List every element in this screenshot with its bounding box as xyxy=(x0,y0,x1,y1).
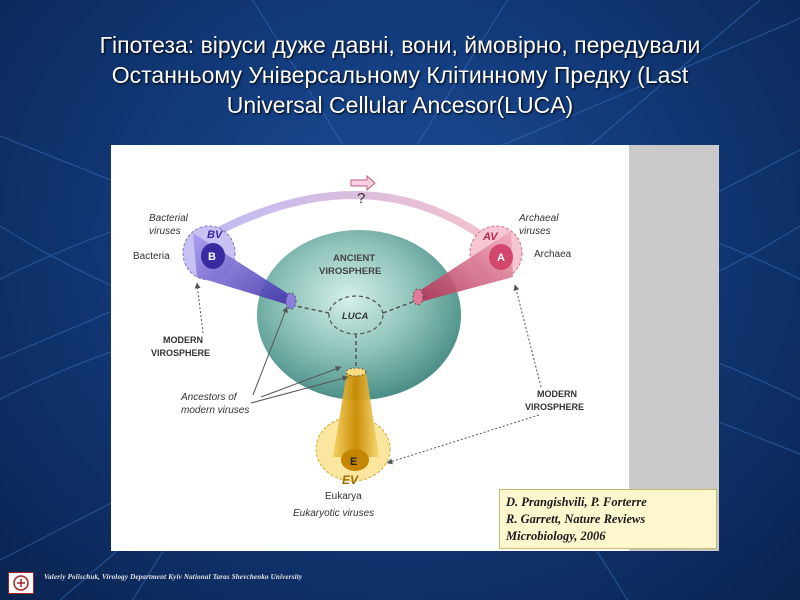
bv-label: BV xyxy=(207,229,224,241)
bacteria-label: Bacteria xyxy=(133,251,170,262)
modern-virosphere-right-1: MODERN xyxy=(537,389,577,399)
modern-virosphere-right-2: VIROSPHERE xyxy=(525,402,584,412)
av-label: AV xyxy=(482,231,499,243)
ancient-virosphere-sphere xyxy=(257,230,461,400)
archaeal-viruses-label-2: viruses xyxy=(519,226,551,237)
virosphere-diagram: ? ANCIENT VIROSPHERE LUCA BV B Bacterial… xyxy=(133,174,584,519)
archaea-cone xyxy=(412,225,523,306)
b-label: B xyxy=(208,251,216,263)
citation-line-3: Microbiology, 2006 xyxy=(506,529,606,543)
eukaryotic-viruses-label: Eukaryotic viruses xyxy=(293,508,374,519)
ancient-virosphere-label-1: ANCIENT xyxy=(333,253,375,264)
ancestors-label-1: Ancestors of xyxy=(180,392,238,403)
ancestors-label-2: modern viruses xyxy=(181,405,249,416)
eukarya-label: Eukarya xyxy=(325,491,362,502)
e-label: E xyxy=(350,456,357,468)
title-line-1: Гіпотеза: віруси дуже давні, вони, ймові… xyxy=(99,32,701,58)
university-logo xyxy=(8,572,34,594)
bacteria-cone xyxy=(182,225,297,310)
slide-title: Гіпотеза: віруси дуже давні, вони, ймові… xyxy=(30,30,770,120)
modern-virosphere-left-2: VIROSPHERE xyxy=(151,348,210,358)
eukarya-cone xyxy=(315,367,391,482)
footer-credit: Valeriy Polischuk, Virology Department K… xyxy=(44,573,303,581)
archaea-label: Archaea xyxy=(534,249,572,260)
bacterial-viruses-label-2: viruses xyxy=(149,226,181,237)
modern-right-arrow-up xyxy=(513,284,542,388)
transfer-arc xyxy=(209,191,484,239)
ancient-virosphere-label-2: VIROSPHERE xyxy=(319,266,381,277)
ev-label: EV xyxy=(342,473,359,487)
modern-right-arrow-down xyxy=(386,414,540,465)
citation-box: D. Prangishvili, P. Forterre R. Garrett,… xyxy=(499,489,717,549)
bacterial-viruses-label-1: Bacterial xyxy=(149,213,189,224)
arc-arrow-icon xyxy=(350,174,376,192)
archaeal-viruses-label-1: Archaeal xyxy=(518,213,559,224)
modern-virosphere-left-1: MODERN xyxy=(163,335,203,345)
ancestors-arrows xyxy=(250,306,349,404)
title-line-3: Universal Cellular Ancesor(LUCA) xyxy=(226,92,574,118)
citation-line-2: R. Garrett, Nature Reviews xyxy=(506,512,646,526)
a-label: A xyxy=(497,252,505,264)
question-mark: ? xyxy=(357,190,365,207)
modern-left-arrow xyxy=(194,282,204,334)
figure-panel: ? ANCIENT VIROSPHERE LUCA BV B Bacterial… xyxy=(111,145,719,551)
citation-line-1: D. Prangishvili, P. Forterre xyxy=(506,495,647,509)
luca-label: LUCA xyxy=(342,311,369,322)
title-line-2: Останньому Універсальному Клітинному Пре… xyxy=(111,62,689,88)
